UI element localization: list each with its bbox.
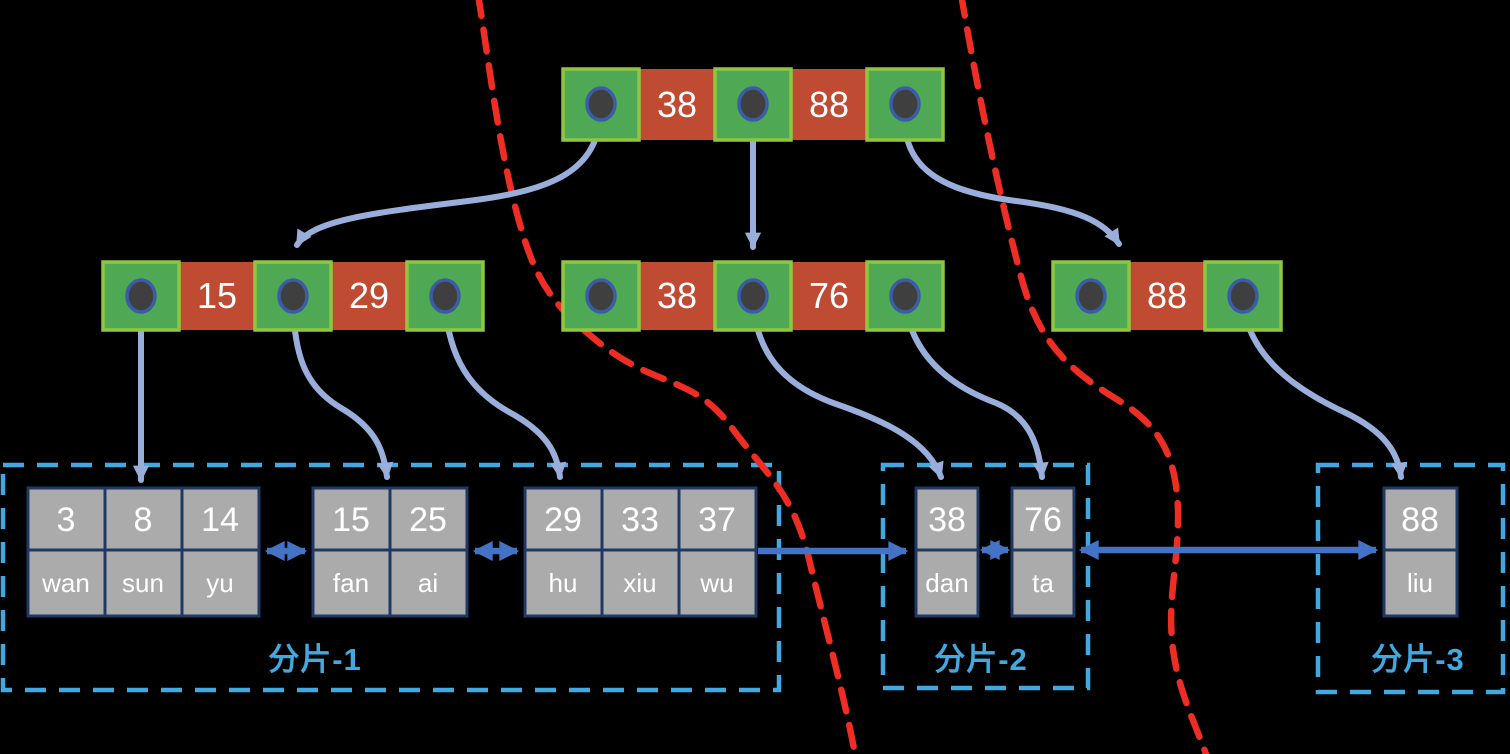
root-key-cell (639, 69, 715, 140)
leaf-key: 88 (1401, 501, 1439, 539)
leaf-value: wu (699, 568, 733, 598)
split-line-right (958, 0, 1210, 754)
internal-key-cell (791, 262, 867, 330)
internal-key: 15 (197, 275, 237, 316)
leaf-key: 8 (134, 501, 153, 539)
internal-pointer-cell (713, 260, 793, 332)
arrow-root-to-internal-left (294, 109, 604, 248)
leaf-value: hu (549, 568, 578, 598)
leaf-value-cell (677, 548, 758, 618)
leaf-value: liu (1407, 568, 1433, 598)
internal-key: 88 (1147, 275, 1187, 316)
shard-1-label: 分片-1 (268, 642, 362, 677)
internal-key: 76 (809, 275, 849, 316)
leaf-value: wan (41, 568, 90, 598)
leaf-node-2: 15 25 fan ai (311, 486, 469, 618)
leaf-node-5: 76 ta (1010, 486, 1076, 618)
pointer-dot-icon (737, 278, 769, 314)
leaf-node-4: 38 dan (914, 486, 980, 618)
arrow-internal-right-to-leaf-6 (1240, 301, 1408, 480)
shard-labels: 分片-1 分片-2 分片-3 (268, 642, 1465, 677)
split-line-left (475, 0, 859, 754)
leaf-key: 38 (928, 501, 966, 539)
pointer-dot-icon (1075, 278, 1107, 314)
leaf-value-cell (311, 548, 392, 618)
arrow-internal-left-to-leaf-2 (290, 301, 394, 480)
pointer-dot-icon (1227, 278, 1259, 314)
leaf-value-cell (1010, 548, 1076, 618)
arrow-root-to-internal-right (901, 109, 1122, 247)
leaf-key-cell (388, 486, 469, 552)
leaf-value-cell (388, 548, 469, 618)
leaf-key-cell (180, 486, 261, 552)
leaf-value: sun (122, 568, 164, 598)
leaf-key: 29 (544, 501, 582, 539)
arrow-internal-center-to-leaf-5 (902, 301, 1049, 480)
pointer-dot-icon (889, 86, 921, 122)
internal-key: 38 (657, 275, 697, 316)
internal-key-cell (1129, 262, 1205, 330)
pointer-dot-icon (585, 86, 617, 122)
internal-key: 29 (349, 275, 389, 316)
leaf-key: 33 (621, 501, 659, 539)
leaf-value-cell (1382, 548, 1459, 618)
leaf-value-cell (180, 548, 261, 618)
arrow-internal-left-to-leaf-3 (442, 301, 567, 480)
leaf-value: dan (925, 568, 968, 598)
leaf-key: 25 (409, 501, 447, 539)
shard-2-label: 分片-2 (934, 642, 1028, 677)
shard-split-lines (475, 0, 1210, 754)
internal-node-center: 38 76 (561, 260, 945, 332)
pointer-dot-icon (585, 278, 617, 314)
shard-3-label: 分片-3 (1371, 642, 1465, 677)
leaf-key: 15 (332, 501, 370, 539)
pointer-dot-icon (737, 86, 769, 122)
internal-key-cell (331, 262, 407, 330)
leaf-sibling-links (264, 540, 1379, 561)
internal-key-cell (639, 262, 715, 330)
leaf-key: 76 (1024, 501, 1062, 539)
pointer-dot-icon (429, 278, 461, 314)
internal-node-left: 15 29 (101, 260, 485, 332)
pointer-arrows (132, 109, 1408, 483)
leaf-value: ta (1032, 568, 1054, 598)
leaf-node-1: 3 8 14 wan sun yu (26, 486, 261, 618)
internal-node-right: 88 (1051, 260, 1283, 332)
leaf-value: ai (418, 568, 438, 598)
leaf-value-cell (103, 548, 184, 618)
root-key: 38 (657, 84, 697, 125)
leaf-node-3: 29 33 37 hu xiu wu (523, 486, 758, 618)
leaf-value-cell (914, 548, 980, 618)
leaf-key: 14 (201, 501, 239, 539)
pointer-dot-icon (277, 278, 309, 314)
leaf-key: 3 (57, 501, 76, 539)
root-key: 88 (809, 84, 849, 125)
shard-2-box (880, 462, 1091, 691)
pointer-dot-icon (125, 278, 157, 314)
root-key-cell (791, 69, 867, 140)
leaf-value: fan (333, 568, 369, 598)
leaf-node-6: 88 liu (1382, 486, 1459, 618)
leaf-key-cell (1382, 486, 1459, 552)
leaf-value: xiu (623, 568, 656, 598)
internal-key-cell (179, 262, 255, 330)
arrow-internal-center-to-leaf-4 (750, 301, 944, 480)
leaf-key: 37 (698, 501, 736, 539)
root-node: 38 88 (561, 67, 945, 142)
pointer-dot-icon (889, 278, 921, 314)
leaf-value: yu (206, 568, 233, 598)
internal-pointer-cell (101, 260, 181, 332)
